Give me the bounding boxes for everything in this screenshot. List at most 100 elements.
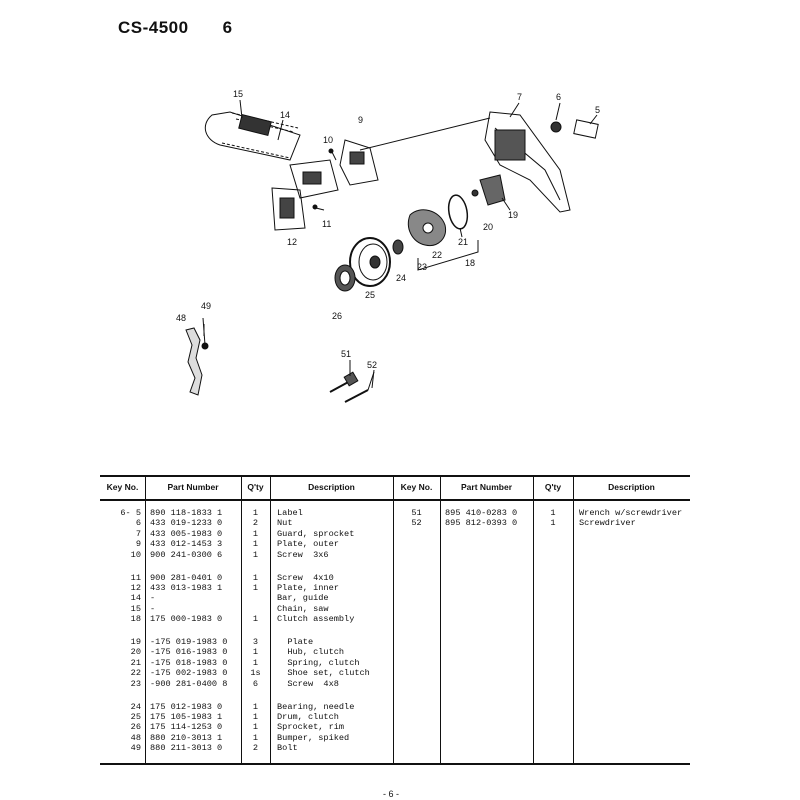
callout-5: 5 bbox=[595, 105, 600, 115]
callout-15: 15 bbox=[233, 89, 243, 99]
table-cell-desc: Guard, sprocket bbox=[277, 528, 355, 539]
table-cell-part: 175 012-1983 0 bbox=[150, 701, 223, 712]
sprocket-guard-drawing bbox=[359, 111, 571, 213]
table-cell-qty: 1 bbox=[252, 647, 259, 658]
col-header-qty: Q'ty bbox=[247, 482, 264, 492]
table-cell-desc: Bearing, needle bbox=[277, 701, 355, 712]
table-cell-key: 49 bbox=[130, 743, 141, 754]
table-cell-desc: Screw 3x6 bbox=[277, 549, 329, 560]
col-divider bbox=[145, 475, 146, 765]
table-cell-key: 52 bbox=[411, 518, 422, 529]
table-cell-qty: 1 bbox=[252, 701, 259, 712]
callout-22: 22 bbox=[432, 250, 442, 260]
callout-12: 12 bbox=[287, 237, 297, 247]
table-cell-key: 6- 5 bbox=[120, 508, 141, 518]
exploded-parts-diagram: 15 14 10 9 7 6 5 11 12 19 20 21 18 22 23… bbox=[176, 89, 600, 403]
callout-6: 6 bbox=[556, 92, 561, 102]
table-cell-part: 895 812-0393 0 bbox=[445, 518, 518, 529]
table-cell-qty: 3 bbox=[252, 637, 259, 647]
callout-9: 9 bbox=[358, 115, 363, 125]
callout-48: 48 bbox=[176, 313, 186, 323]
table-cell-key: 26 bbox=[130, 722, 141, 733]
section-number: 6 bbox=[222, 18, 233, 37]
table-cell-part: 880 210-3013 1 bbox=[150, 732, 223, 743]
table-cell-desc: Nut bbox=[277, 518, 293, 529]
table-cell-desc: Chain, saw bbox=[277, 603, 329, 614]
table-cell-key: 9 bbox=[135, 539, 141, 550]
col-divider bbox=[393, 475, 394, 765]
table-cell-qty: 2 bbox=[252, 518, 259, 529]
table-cell-desc: Plate bbox=[277, 637, 314, 647]
table-cell-qty: 2 bbox=[252, 743, 259, 754]
table-top-rule bbox=[100, 475, 690, 477]
table-cell-key: 21 bbox=[130, 657, 141, 668]
table-cell-desc: Bar, guide bbox=[277, 593, 329, 604]
table-cell-part: 175 000-1983 0 bbox=[150, 614, 223, 625]
callout-11: 11 bbox=[322, 219, 331, 229]
table-cell-key: 51 bbox=[411, 508, 422, 518]
parts-table: Key No. Part Number Q'ty Description Key… bbox=[100, 475, 690, 765]
table-header-rule bbox=[100, 499, 690, 501]
callout-26: 26 bbox=[332, 311, 342, 321]
table-cell-qty: 1 bbox=[252, 528, 259, 539]
col-header-key-no-2: Key No. bbox=[400, 482, 433, 492]
col-divider bbox=[573, 475, 574, 765]
table-cell-part: -175 019-1983 0 bbox=[150, 637, 228, 647]
table-cell-part: 880 211-3013 0 bbox=[150, 743, 223, 754]
table-cell-part: - bbox=[150, 593, 156, 604]
table-cell-qty: 1 bbox=[252, 711, 259, 722]
table-cell-desc: Hub, clutch bbox=[277, 647, 345, 658]
table-cell-desc: Plate, inner bbox=[277, 582, 339, 593]
table-cell-part: 900 241-0300 6 bbox=[150, 549, 223, 560]
table-cell-desc: Sprocket, rim bbox=[277, 722, 345, 733]
model-number: CS-4500 bbox=[118, 18, 189, 37]
table-cell-part: 433 019-1233 0 bbox=[150, 518, 223, 529]
table-cell-key: 24 bbox=[130, 701, 141, 712]
table-cell-qty: 1 bbox=[550, 508, 556, 518]
table-cell-desc: Screw 4x8 bbox=[277, 678, 339, 689]
col-header-part-number: Part Number bbox=[167, 482, 219, 492]
col-divider bbox=[533, 475, 534, 765]
callout-10: 10 bbox=[323, 135, 333, 145]
guide-bar-drawing bbox=[204, 111, 301, 161]
table-cell-key: 11 bbox=[130, 572, 141, 583]
table-cell-part: -175 016-1983 0 bbox=[150, 647, 228, 658]
outer-plate-drawing bbox=[339, 139, 379, 186]
table-cell-qty: 1 bbox=[252, 657, 259, 668]
table-cell-part: 175 105-1983 1 bbox=[150, 711, 223, 722]
table-cell-qty: 1 bbox=[252, 539, 259, 550]
table-cell-key: 23 bbox=[130, 678, 141, 689]
table-cell-desc: Shoe set, clutch bbox=[277, 668, 370, 679]
callout-25: 25 bbox=[365, 290, 375, 300]
page-number: - 6 - bbox=[383, 789, 400, 799]
col-header-part-number-2: Part Number bbox=[460, 482, 512, 492]
table-cell-key: 15 bbox=[130, 603, 141, 614]
table-cell-desc: Bolt bbox=[277, 743, 298, 754]
table-cell-part: -900 281-0400 8 bbox=[150, 678, 228, 689]
callout-23: 23 bbox=[417, 262, 427, 272]
page-header: CS-4500 6 bbox=[118, 18, 233, 38]
callout-labels: 15 14 10 9 7 6 5 11 12 19 20 21 18 22 23… bbox=[176, 89, 600, 370]
table-cell-part: 895 410-0283 0 bbox=[445, 508, 518, 518]
callout-18: 18 bbox=[465, 258, 475, 268]
table-cell-desc: Label bbox=[277, 508, 303, 518]
col-divider bbox=[241, 475, 242, 765]
table-cell-key: 22 bbox=[130, 668, 141, 679]
table-cell-part: - bbox=[150, 603, 156, 614]
table-cell-desc: Drum, clutch bbox=[277, 711, 339, 722]
callout-19: 19 bbox=[508, 210, 518, 220]
table-cell-qty: 1 bbox=[252, 572, 259, 583]
table-cell-key: 48 bbox=[130, 732, 141, 743]
table-cell-qty: 1s bbox=[250, 668, 261, 679]
col-header-key-no: Key No. bbox=[106, 482, 139, 492]
col-header-description: Description bbox=[308, 482, 355, 492]
callout-14: 14 bbox=[280, 110, 290, 120]
table-cell-key: 10 bbox=[130, 549, 141, 560]
table-cell-part: 433 013-1983 1 bbox=[150, 582, 223, 593]
table-cell-part: 890 118-1833 1 bbox=[150, 508, 223, 518]
table-cell-part: 900 281-0401 0 bbox=[150, 572, 223, 583]
table-cell-qty: 1 bbox=[252, 614, 259, 625]
clutch-shoe-drawing bbox=[407, 209, 447, 247]
table-cell-desc: Screwdriver bbox=[579, 518, 636, 529]
table-cell-key: 18 bbox=[130, 614, 141, 625]
